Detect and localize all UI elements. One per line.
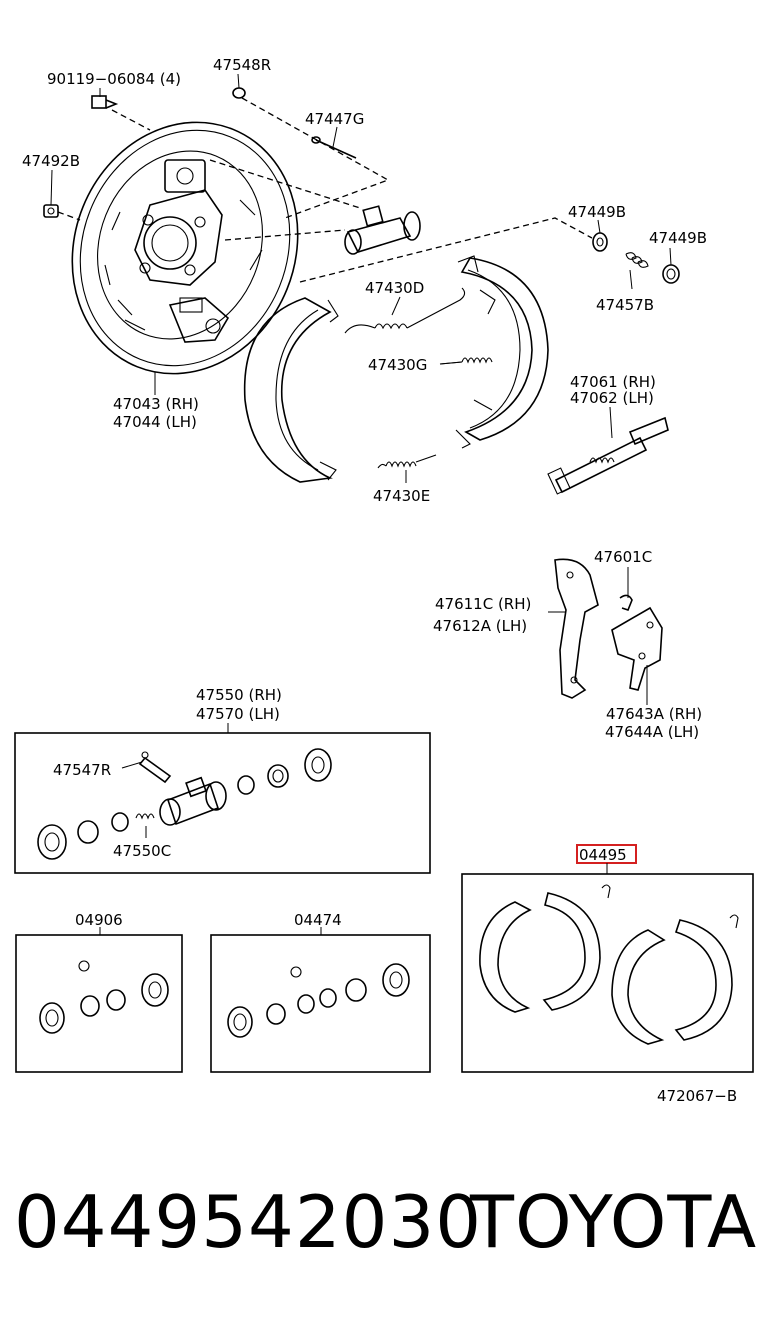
label-backing-lh: 47044 (LH) — [113, 413, 197, 431]
plug-part[interactable] — [232, 87, 246, 99]
kit-b-box — [210, 934, 431, 1073]
bolt-part[interactable] — [91, 95, 119, 109]
parts-diagram: 90119−06084 (4) 47548R 47447G 47492B 474… — [14, 56, 754, 1105]
backing-plate[interactable] — [35, 88, 335, 408]
leader-bleeder — [121, 761, 143, 769]
assembly-line-plug — [241, 97, 390, 219]
label-spring-d: 47430D — [365, 279, 424, 297]
label-kit-b: 04474 — [294, 911, 342, 929]
label-cyl-rh: 47550 (RH) — [196, 686, 282, 704]
diagram-code: 472067−B — [657, 1087, 737, 1105]
parking-lever-part[interactable] — [554, 558, 599, 699]
label-spring-g: 47430G — [368, 356, 427, 374]
label-lever2-lh: 47644A (LH) — [605, 723, 699, 741]
shoe-kit-box — [461, 873, 754, 1073]
spring-e-part[interactable] — [377, 454, 437, 469]
kit-a-parts[interactable] — [39, 960, 169, 1034]
assembly-line-cyl — [224, 229, 346, 241]
assembly-line-pin — [209, 159, 361, 209]
boot-part-2[interactable] — [662, 264, 680, 284]
lever-2-part[interactable] — [611, 606, 663, 691]
label-lever2-rh: 47643A (RH) — [606, 705, 702, 723]
kit-b-parts[interactable] — [227, 963, 410, 1038]
label-boot-b: 47449B — [568, 203, 626, 221]
label-adjuster-rh: 47061 (RH) — [570, 373, 656, 391]
cylinder-assy-box — [14, 732, 431, 874]
label-bolt: 90119−06084 (4) — [47, 70, 181, 88]
nut-part[interactable] — [43, 204, 59, 218]
label-spring-b: 47457B — [596, 296, 654, 314]
shoe-kit-parts[interactable] — [479, 884, 739, 1045]
label-boot-b-2: 47449B — [649, 229, 707, 247]
wheel-cylinder-part[interactable] — [344, 205, 421, 255]
adjuster-part[interactable] — [547, 416, 669, 495]
label-lever-rh: 47611C (RH) — [435, 595, 531, 613]
label-kit-shoe[interactable]: 04495 — [579, 846, 627, 864]
label-lever-lh: 47612A (LH) — [433, 617, 527, 635]
label-bleeder: 47547R — [53, 761, 111, 779]
assembly-line-boot — [299, 217, 593, 283]
spring-b-part[interactable] — [625, 252, 649, 268]
cylinder-assy-parts[interactable] — [37, 748, 332, 860]
label-nut: 47492B — [22, 152, 80, 170]
label-spring-e: 47430E — [373, 487, 430, 505]
clip-part[interactable] — [619, 594, 633, 611]
brake-shoe-right[interactable] — [455, 255, 549, 449]
label-kit-a: 04906 — [75, 911, 123, 929]
footer-brand: TOYOTA — [470, 1180, 758, 1264]
assembly-line-nut — [57, 211, 81, 221]
label-adjuster-lh: 47062 (LH) — [570, 389, 654, 407]
label-spring-c: 47550C — [113, 842, 171, 860]
brake-shoe-left[interactable] — [243, 297, 339, 483]
leader-lines-upper — [50, 73, 672, 705]
label-cyl-lh: 47570 (LH) — [196, 705, 280, 723]
spring-d-part[interactable] — [344, 287, 466, 334]
assembly-line-bolt — [111, 109, 151, 131]
label-clip: 47601C — [594, 548, 652, 566]
kit-a-box — [15, 934, 183, 1073]
label-backing-rh: 47043 (RH) — [113, 395, 199, 413]
footer-part-number: 0449542030 — [14, 1180, 483, 1264]
boot-part[interactable] — [592, 232, 608, 252]
label-plug: 47548R — [213, 56, 271, 74]
label-pin: 47447G — [305, 110, 364, 128]
